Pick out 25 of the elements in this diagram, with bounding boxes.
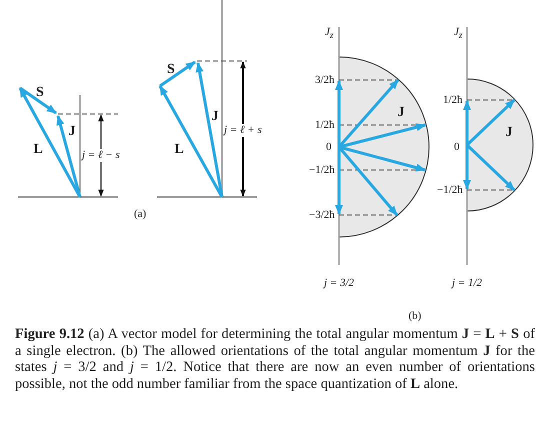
panel-label: (a) <box>134 208 146 220</box>
tick-label: −1/2ħ <box>309 164 335 176</box>
vector-label: L <box>174 143 184 157</box>
axis-label: j = 1/2 <box>452 276 482 290</box>
tick-label: 0 <box>454 142 460 152</box>
vector-label: S <box>36 86 44 100</box>
axis-label: J$_{z}$ <box>454 26 462 41</box>
tick-label: −1/2ħ <box>437 184 463 196</box>
vector-label: J <box>68 125 76 139</box>
tick-label: −3/2ħ <box>309 210 335 220</box>
vector-label: J <box>212 110 218 124</box>
axis-label: j = 3/2 <box>324 276 354 290</box>
axis-label: J$_{z}$ <box>325 26 334 41</box>
vector-label: J <box>506 126 512 140</box>
tick-label: 0 <box>326 142 332 152</box>
tick-label: 1/2ħ <box>315 120 335 130</box>
figure-caption: Figure 9.12 (a) A vector model for determining the total angular momentum J = L + S of a single electron. (b) The allowed orientations of the total angular momentum J for the states j = 3/2 and j = 1/2. Notice that there are now an even number of orientations possible, not the odd number familiar from the space quantization of L alone. <box>15 326 535 392</box>
dimension-label: j = ℓ − s <box>82 148 120 162</box>
vector-label: L <box>34 143 43 157</box>
vector-label: S <box>167 63 175 77</box>
tick-label: 1/2ħ <box>443 94 463 106</box>
tick-label: 3/2ħ <box>315 74 335 86</box>
dimension-label: j = ℓ + s <box>224 124 262 136</box>
panel-label: (b) <box>408 310 422 322</box>
vector-label: J <box>398 106 404 120</box>
